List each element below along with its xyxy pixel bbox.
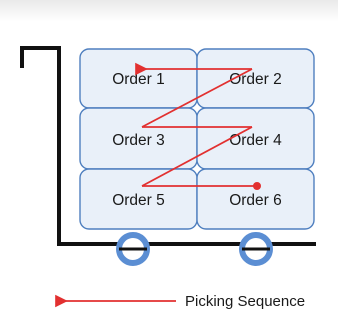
picking-sequence-path <box>135 62 261 190</box>
order-box-1: Order 1 <box>79 48 198 109</box>
legend-label: Picking Sequence <box>185 293 305 310</box>
order-box-3: Order 3 <box>79 107 198 170</box>
order-box-6: Order 6 <box>196 168 315 230</box>
top-shading <box>0 0 338 22</box>
order-label: Order 3 <box>112 132 165 149</box>
path-segment-5-to-4 <box>141 126 253 187</box>
order-label: Order 6 <box>229 192 282 209</box>
path-segment-3-to-2 <box>141 68 253 128</box>
order-box-4: Order 4 <box>196 107 315 170</box>
legend: Picking Sequence <box>55 293 305 310</box>
cart-wheel-right <box>239 232 273 266</box>
order-box-2: Order 2 <box>196 48 315 109</box>
order-label: Order 5 <box>112 192 165 209</box>
order-label: Order 4 <box>229 132 282 149</box>
order-box-5: Order 5 <box>79 168 198 230</box>
order-label: Order 2 <box>229 71 282 88</box>
cart-wheel-left <box>116 232 150 266</box>
order-label: Order 1 <box>112 71 165 88</box>
